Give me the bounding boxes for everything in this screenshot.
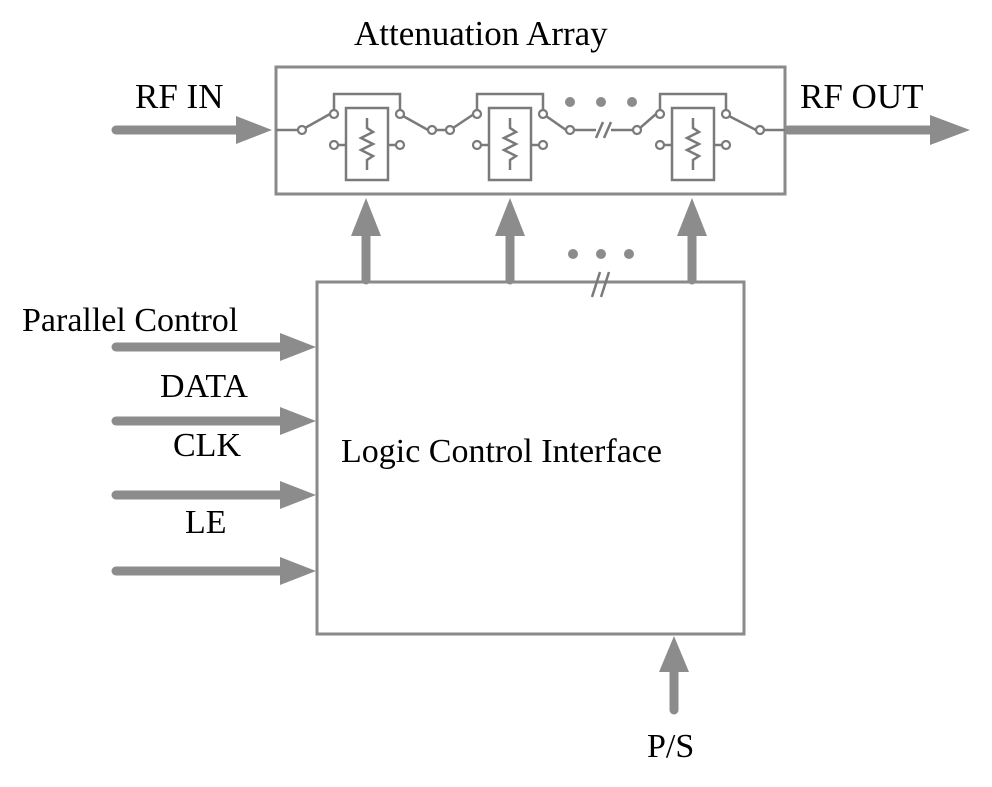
parallel-control-label: Parallel Control xyxy=(22,302,238,339)
continuation-dot xyxy=(568,249,578,259)
le-label: LE xyxy=(185,504,227,541)
data-label: DATA xyxy=(160,368,248,405)
control-continuation xyxy=(568,249,634,298)
clk-arrow xyxy=(111,481,316,509)
rf-out-label: RF OUT xyxy=(800,77,924,116)
control-arrow-2 xyxy=(495,198,525,285)
array-continuation xyxy=(565,97,643,139)
rf-in-arrow xyxy=(111,116,272,144)
attenuator-stage-2 xyxy=(471,92,576,182)
continuation-dot xyxy=(565,97,575,107)
logic-control-box xyxy=(315,280,746,636)
clk-label: CLK xyxy=(173,427,241,464)
continuation-dot xyxy=(627,97,637,107)
ps-label: P/S xyxy=(647,728,694,765)
attenuation-array-title: Attenuation Array xyxy=(354,14,608,53)
continuation-dot xyxy=(624,249,634,259)
ps-arrow xyxy=(659,636,689,715)
control-arrow-3 xyxy=(677,198,707,285)
attenuator-stage-1 xyxy=(276,92,438,182)
switch-link-1-2 xyxy=(436,112,475,136)
continuation-dot xyxy=(596,249,606,259)
data-arrow xyxy=(111,407,316,435)
attenuator-stage-3 xyxy=(639,92,785,182)
rf-in-label: RF IN xyxy=(135,77,224,116)
control-arrow-1 xyxy=(351,198,381,285)
logic-control-label: Logic Control Interface xyxy=(341,433,662,470)
le-arrow xyxy=(111,557,316,585)
continuation-dot xyxy=(596,97,606,107)
rf-out-arrow xyxy=(783,115,970,145)
parallel-control-arrow xyxy=(111,333,316,361)
